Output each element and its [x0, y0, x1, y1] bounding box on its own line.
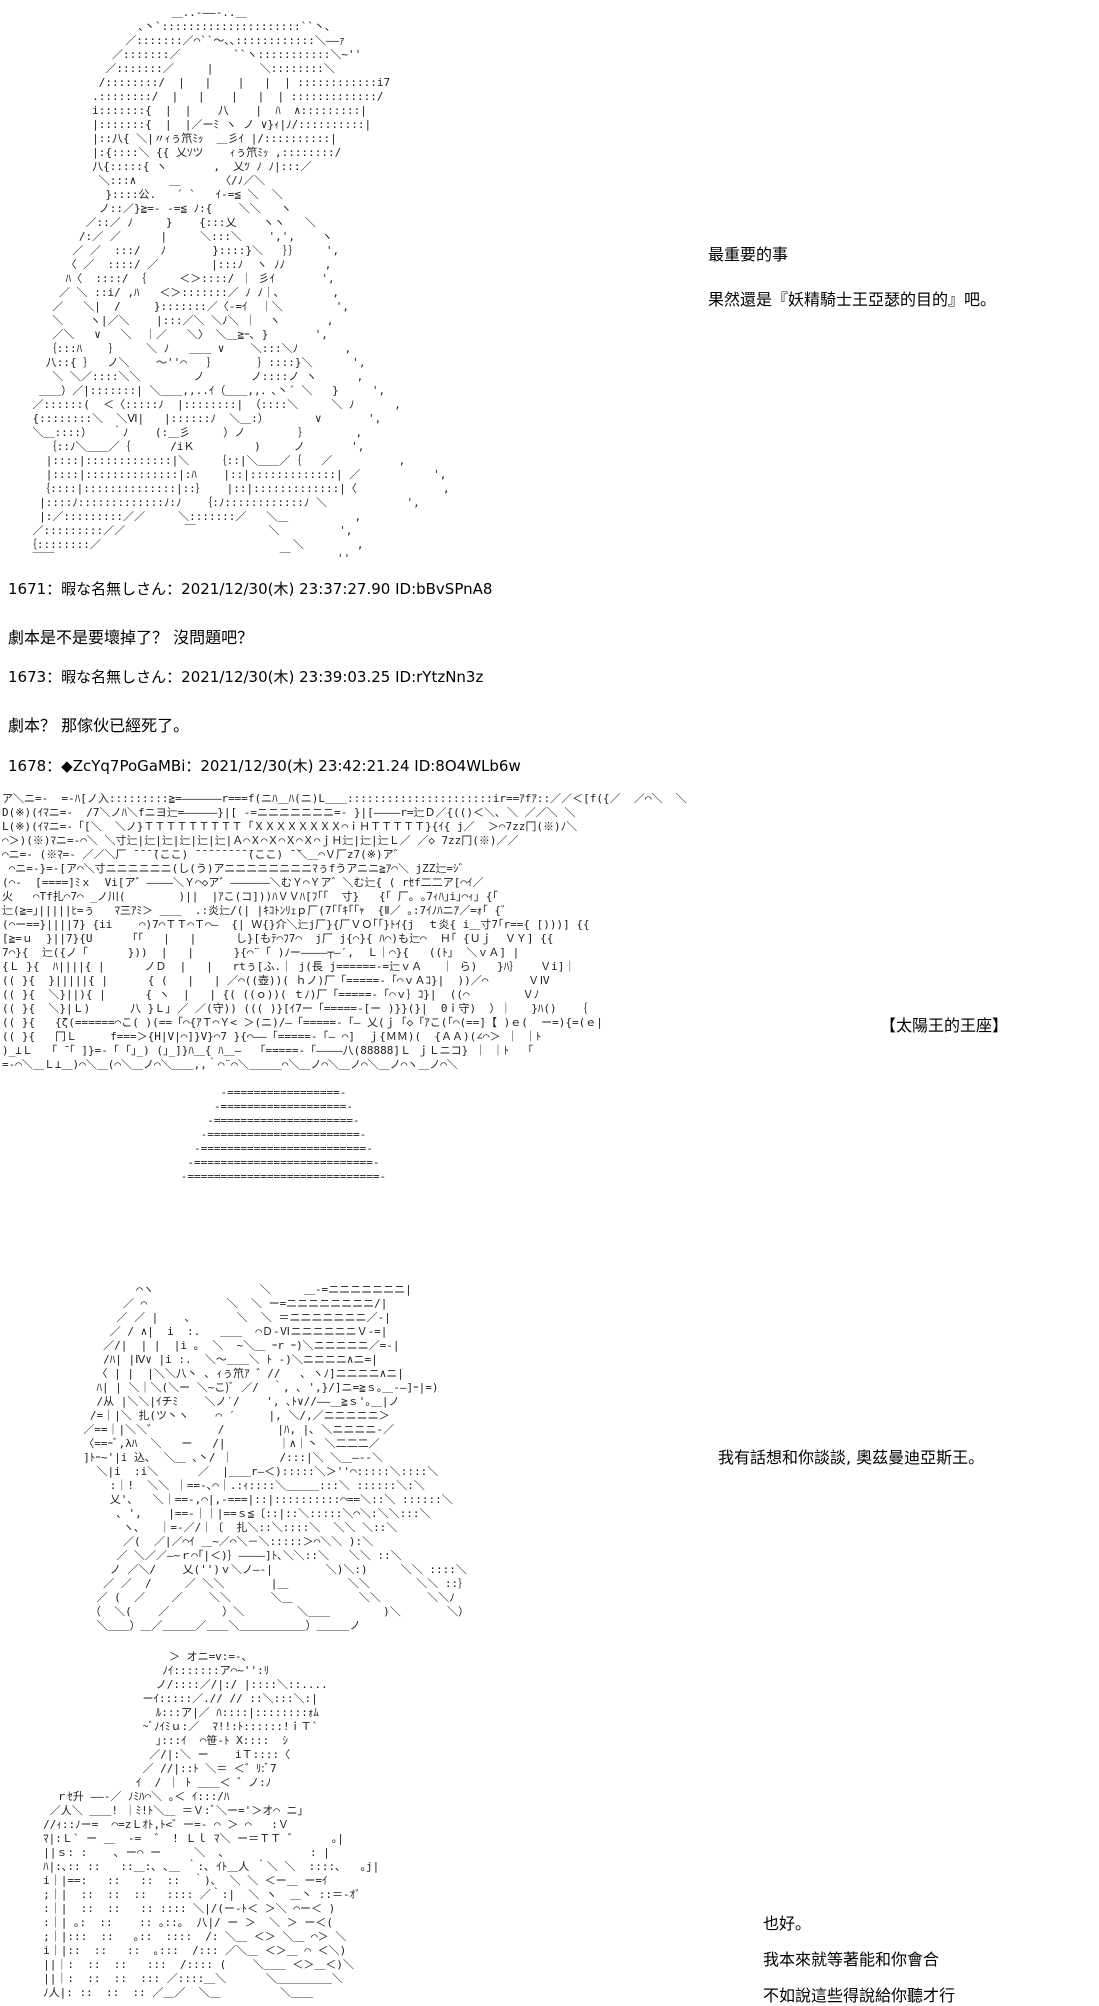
post-header-1671: 1671：暇な名無しさん：2021/12/30(木) 23:37:27.90 I…	[8, 580, 493, 598]
speech-bottom-line-1: 也好。	[763, 1914, 812, 1933]
post-body-1673: 劇本？ 那傢伙已經死了。	[8, 716, 190, 735]
speech-top-line-1: 最重要的事	[708, 245, 789, 264]
ascii-art-fairy-knight: ＿..-――-..＿ ､丶`:::::::::::::::::::::``丶、 …	[25, 6, 450, 565]
post-body-1671: 劇本是不是要壞掉了？ 沒問題吧？	[8, 628, 254, 647]
speech-bottom-line-2: 我本來就等著能和你會合	[763, 1950, 940, 1969]
throne-caption: 【太陽王的王座】	[880, 1016, 1009, 1035]
post-header-1673: 1673：暇な名無しさん：2021/12/30(木) 23:39:03.25 I…	[8, 668, 484, 686]
post-header-1678: 1678：◆ZcYq7PoGaMBi：2021/12/30(木) 23:42:2…	[8, 757, 521, 775]
ascii-art-visitor-with-banner: ⌒ヽ ＼ ＿-=ニニニニニニニ| ／ ⌒ ＼ ＼ ー=ニニニニニニニニ/| ／ …	[83, 1283, 470, 1632]
ascii-art-sun-king-throne: ア＼ニ=- =-ﾊ[ノ入:::::::::≧=――――――r===f(ニﾊ＿ﾊ(…	[2, 792, 687, 1183]
ascii-art-ozymandias: ＞ オニ=v:=-､ ﾉｲ:::::::ア⌒~'':ﾘ ノ/::::／/|:/ …	[43, 1650, 380, 1999]
speech-mid-line-1: 我有話想和你談談, 奧茲曼迪亞斯王。	[718, 1448, 985, 1467]
speech-bottom-line-3: 不如說這些得說給你聽才行	[763, 1986, 956, 2005]
speech-top-line-2: 果然還是『妖精騎士王亞瑟的目的』吧。	[708, 290, 997, 309]
